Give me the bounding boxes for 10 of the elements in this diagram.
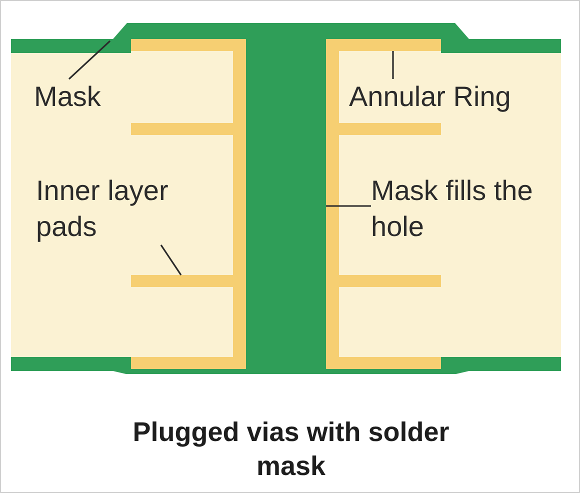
leader-line	[160, 244, 182, 276]
part-label: Mask	[34, 79, 101, 115]
leader-line	[68, 40, 111, 80]
solder-mask-layer	[11, 23, 561, 53]
part-label: Annular Ring	[349, 79, 511, 115]
caption: Plugged vias with solder mask	[132, 416, 450, 483]
part-label: Inner layer pads	[36, 173, 186, 245]
leader-line	[326, 205, 371, 207]
leader-line	[392, 51, 394, 79]
part-label: Mask fills the hole	[371, 173, 541, 245]
